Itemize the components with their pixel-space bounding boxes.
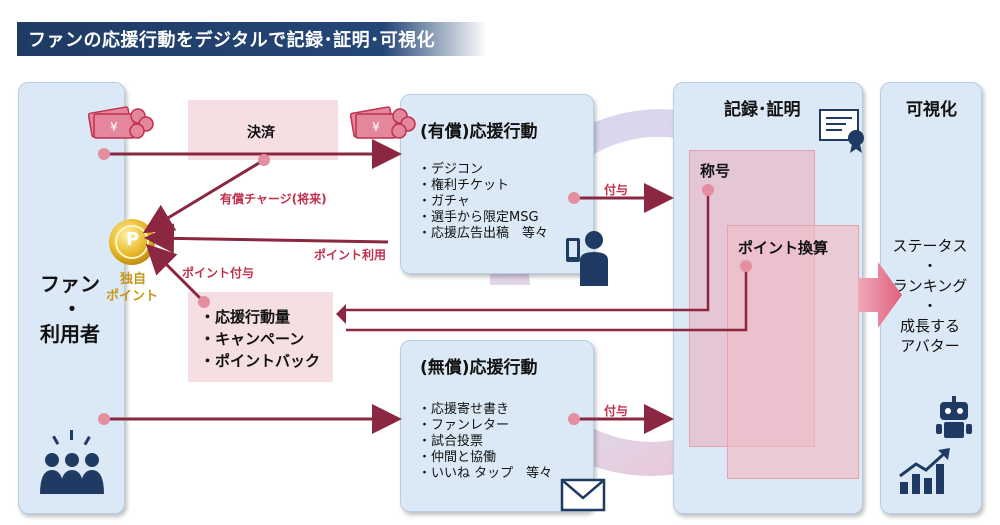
- grant-label-2: 付与: [604, 404, 629, 418]
- reward-item: ・応援行動量: [200, 308, 291, 326]
- growth-chart-icon: [899, 448, 950, 494]
- paid-action-list: ・デジコン ・権利チケット ・ガチャ ・選手から限定MSG ・応援広告出稿 等々: [418, 162, 548, 242]
- payment-box: [188, 100, 338, 160]
- free-action-item: ・仲間と協働: [418, 450, 497, 465]
- money-icon: ¥: [88, 106, 154, 139]
- paid-action-panel: [400, 94, 594, 274]
- visualize-item: アバター: [900, 337, 960, 355]
- paid-action-item: ・選手から限定MSG: [418, 210, 539, 225]
- fan-label: ファン: [40, 272, 100, 296]
- reward-item: ・キャンペーン: [200, 330, 305, 348]
- visualize-item: ステータス: [892, 237, 968, 255]
- reward-item: ・ポイントバック: [200, 352, 321, 370]
- robot-icon: [936, 396, 972, 438]
- free-action-list: ・応援寄せ書き ・ファンレター ・試合投票 ・仲間と協働 ・いいね タップ 等々: [418, 402, 552, 482]
- point-grant-label: ポイント付与: [182, 266, 255, 280]
- rewards-list: ・応援行動量 ・キャンペーン ・ポイントバック: [200, 306, 320, 372]
- visualize-item: ・: [922, 257, 938, 275]
- title-badge-label: 称号: [700, 162, 731, 180]
- grant-label-1: 付与: [604, 183, 629, 197]
- free-action-item: ・試合投票: [418, 434, 484, 449]
- rewards-box: [188, 292, 333, 382]
- coin-label-1: 独自: [120, 272, 147, 287]
- certificate-icon: [819, 109, 864, 153]
- visualize-list: ステータス ・ ランキング ・ 成長する アバター: [880, 236, 980, 356]
- paid-action-item: ・応援広告出稿 等々: [418, 226, 549, 241]
- people-icon: [40, 430, 104, 494]
- paid-action-item: ・デジコン: [418, 162, 484, 177]
- visualize-item: ランキング: [892, 277, 968, 295]
- paid-action-title: (有償)応援行動: [420, 122, 538, 142]
- point-use-label: ポイント利用: [314, 248, 387, 262]
- fan-sep: ・: [62, 297, 82, 321]
- visualize-item: ・: [922, 297, 938, 315]
- visualize-title: 可視化: [906, 100, 957, 120]
- coin-label-2: ポイント: [106, 289, 159, 304]
- free-action-item: ・いいね タップ 等々: [418, 466, 553, 481]
- record-title: 記録･証明: [724, 100, 801, 120]
- free-action-title: (無償)応援行動: [420, 358, 538, 378]
- envelope-icon: [560, 478, 606, 512]
- paid-charge-label: 有償チャージ(将来): [220, 192, 327, 206]
- page-title: ファンの応援行動をデジタルで記録･証明･可視化: [28, 30, 436, 51]
- free-action-item: ・ファンレター: [418, 418, 510, 433]
- points-conversion-label: ポイント換算: [738, 239, 829, 257]
- title-bar: [17, 22, 487, 56]
- paid-action-item: ・権利チケット: [418, 178, 510, 193]
- visualize-item: 成長する: [899, 317, 960, 335]
- payment-label: 決済: [247, 125, 275, 141]
- svg-text:¥: ¥: [372, 120, 380, 134]
- money-icon: ¥: [350, 106, 416, 139]
- smartphone-user-icon: [566, 231, 608, 286]
- svg-text:¥: ¥: [110, 120, 118, 134]
- user-label: 利用者: [40, 322, 100, 346]
- coin-symbol: P: [126, 229, 140, 250]
- paid-action-item: ・ガチャ: [418, 194, 470, 209]
- free-action-item: ・応援寄せ書き: [418, 402, 510, 417]
